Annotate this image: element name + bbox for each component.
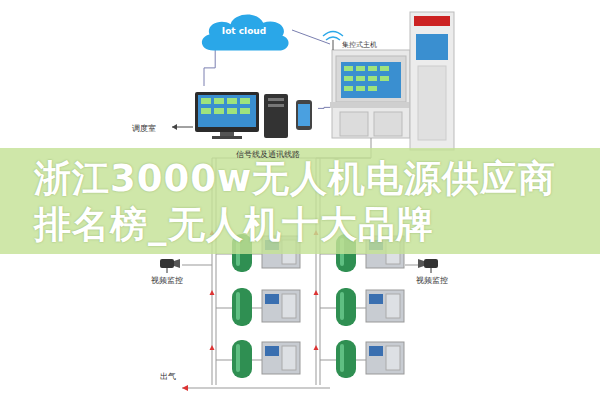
computer-illustration (172, 92, 312, 139)
control-host-illustration (323, 12, 454, 150)
outlet-label: 出气 (160, 372, 176, 382)
cloud-node: Iot cloud (196, 8, 292, 52)
flow-arrows (182, 230, 319, 391)
node-text: 集控式主机 (342, 40, 377, 50)
connector (318, 107, 330, 108)
control-host-node: 集控式主机 (330, 8, 458, 152)
banner-title: 浙江3000w无人机电源供应商排名榜_无人机十大品牌 (34, 156, 574, 248)
camera-icons (160, 259, 438, 273)
node-text: Iot cloud (196, 8, 292, 37)
dispatch-room-node: 调度室 (128, 86, 318, 142)
node-text: 调度室 (132, 123, 156, 134)
connector (292, 30, 330, 44)
connector (204, 50, 215, 86)
camera-label: 视频监控 (151, 276, 183, 286)
camera-label: 视频监控 (416, 276, 448, 286)
tanks-and-compressors (216, 234, 404, 378)
